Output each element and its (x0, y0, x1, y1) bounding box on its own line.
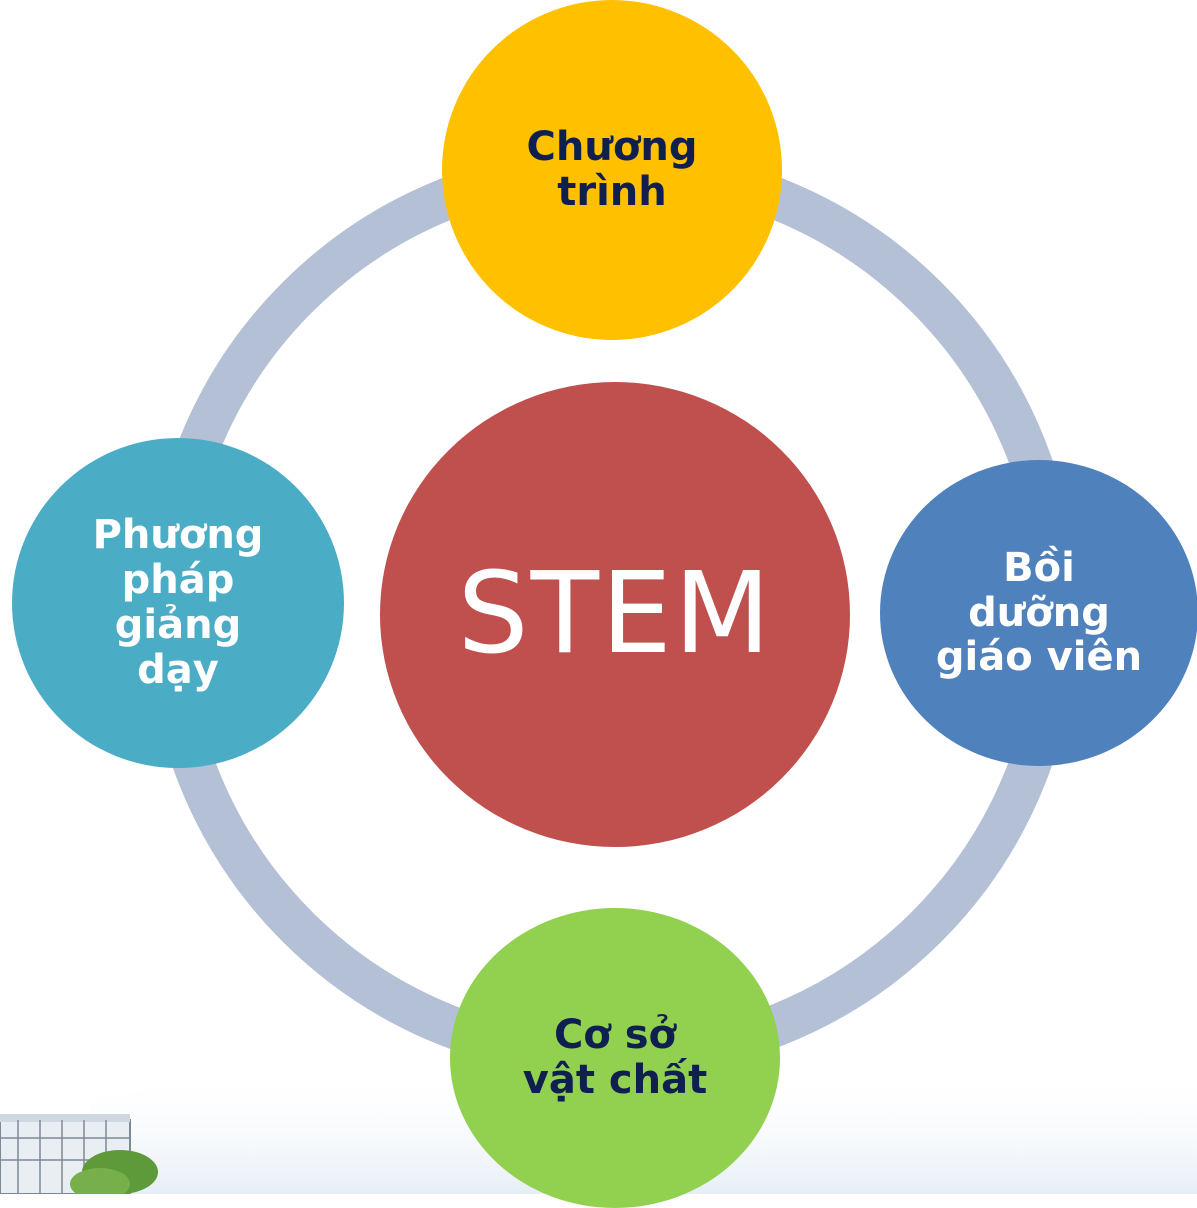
node-label-top: Chương trình (526, 124, 698, 215)
node-chuong-trinh: Chương trình (442, 0, 782, 340)
school-building-illustration (0, 1114, 158, 1194)
center-label: STEM (457, 548, 773, 679)
center-node-stem: STEM (380, 382, 850, 847)
node-label-left: Phương pháp giảng dạy (92, 512, 264, 693)
node-phuong-phap-giang-day: Phương pháp giảng dạy (12, 438, 344, 768)
node-label-right: Bồi dưỡng giáo viên (935, 544, 1143, 681)
node-label-bottom: Cơ sở vật chất (522, 1012, 708, 1103)
node-co-so-vat-chat: Cơ sở vật chất (450, 908, 780, 1208)
node-boi-duong-giao-vien: Bồi dưỡng giáo viên (880, 460, 1197, 766)
